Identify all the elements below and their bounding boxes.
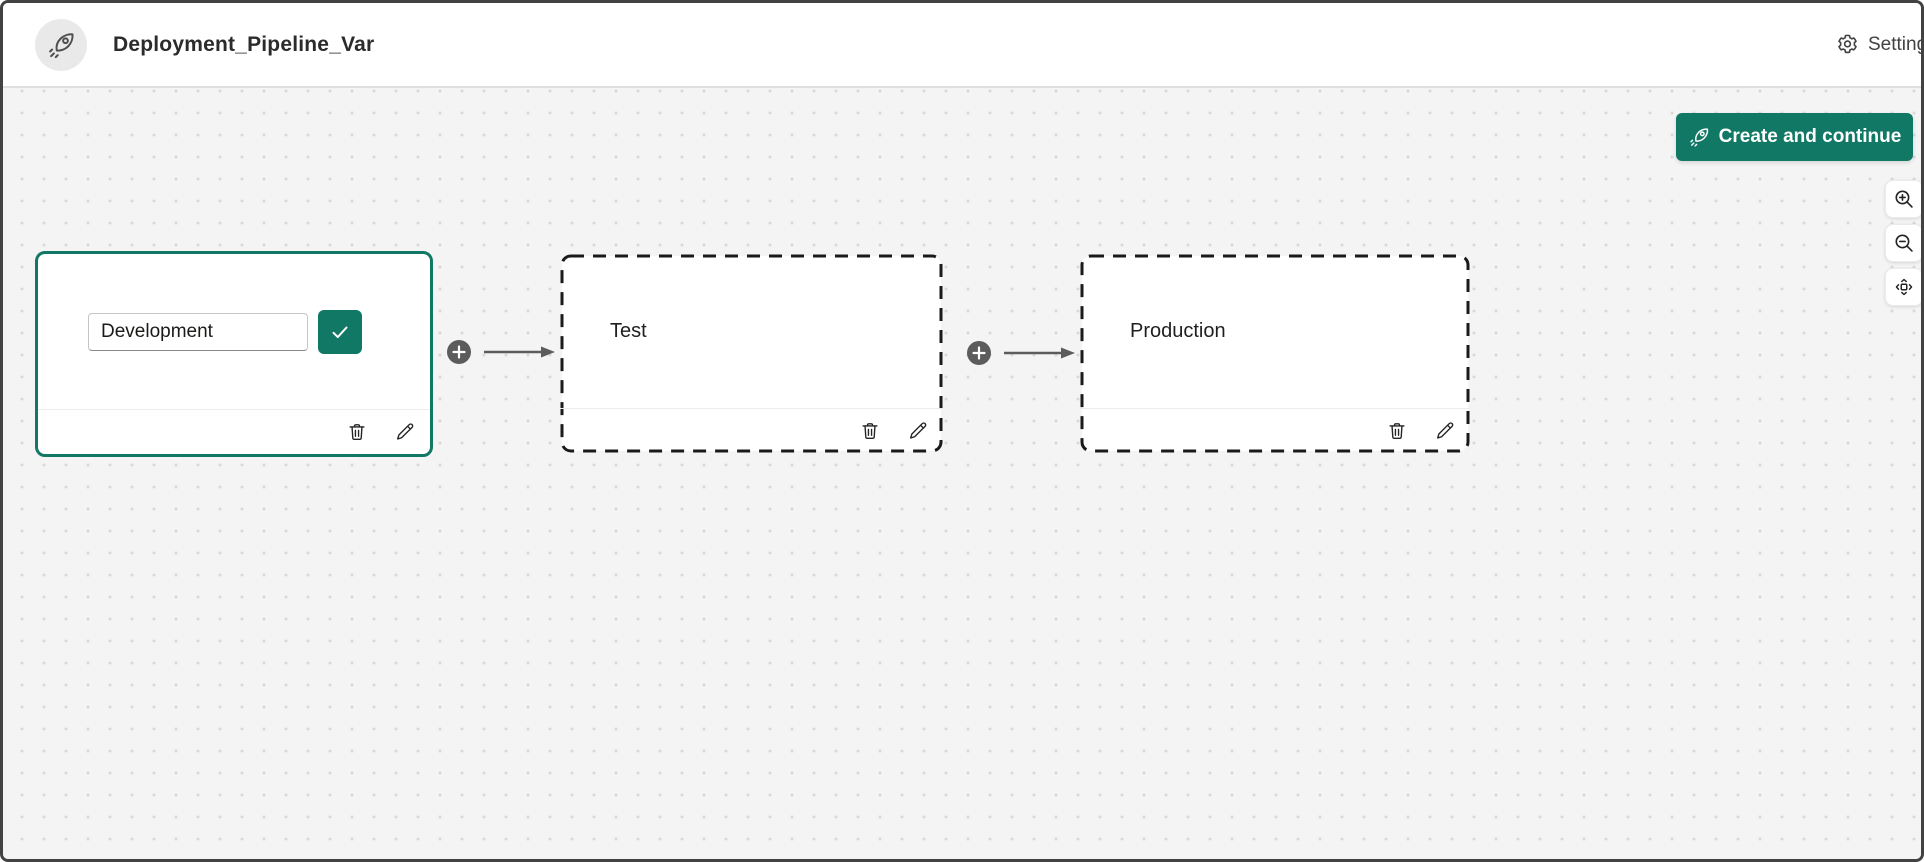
plus-icon [452,345,466,359]
edit-stage-button[interactable] [1434,420,1456,442]
create-and-continue-label: Create and continue [1718,126,1902,147]
rocket-icon [49,32,74,58]
plus-icon [972,346,986,360]
stage-footer [1080,408,1470,453]
stage-body [38,254,430,409]
stage-name-input[interactable] [88,312,308,351]
edit-stage-button[interactable] [907,420,929,442]
stage-label: Test [610,319,647,342]
settings-label: Settings [1868,33,1921,55]
zoom-toolbar [1885,180,1921,306]
dashed-border [1080,254,1470,453]
stage-body: Production [1080,254,1470,408]
confirm-stage-name-button[interactable] [318,309,362,354]
settings-button[interactable]: Settings [1836,3,1921,86]
stage-body: Test [560,254,943,408]
pipeline-canvas[interactable]: Create and continue [3,88,1921,859]
stage-card-development[interactable] [35,251,433,457]
edit-stage-button[interactable] [394,421,416,443]
header: Deployment_Pipeline_Var Settings [3,3,1921,88]
delete-stage-button[interactable] [346,421,368,443]
pencil-icon [909,422,927,439]
stage-footer [38,409,430,454]
connector-arrow [484,346,555,358]
zoom-in-icon [1895,190,1913,208]
pencil-icon [396,423,414,440]
delete-stage-button[interactable] [1386,420,1408,442]
trash-icon [862,423,878,440]
stage-footer [560,408,943,453]
connector-arrow [1004,347,1075,359]
check-icon [332,326,348,338]
gear-icon [1838,34,1857,54]
rocket-icon [1689,128,1708,147]
trash-icon [1389,423,1405,440]
fit-to-view-icon [1895,278,1913,296]
pipeline-avatar [35,18,87,71]
fit-to-view-button[interactable] [1885,268,1921,306]
zoom-out-icon [1895,234,1913,252]
add-stage-button[interactable] [447,340,471,364]
trash-icon [349,424,365,441]
dashed-border [560,254,943,453]
zoom-in-button[interactable] [1885,180,1921,218]
create-and-continue-button[interactable]: Create and continue [1676,113,1913,161]
stage-card-production[interactable]: Production [1080,254,1470,453]
add-stage-button[interactable] [967,341,991,365]
pencil-icon [1436,422,1454,439]
zoom-out-button[interactable] [1885,224,1921,262]
stage-card-test[interactable]: Test [560,254,943,453]
stage-label: Production [1130,319,1226,342]
page-title: Deployment_Pipeline_Var [113,32,375,56]
delete-stage-button[interactable] [859,420,881,442]
